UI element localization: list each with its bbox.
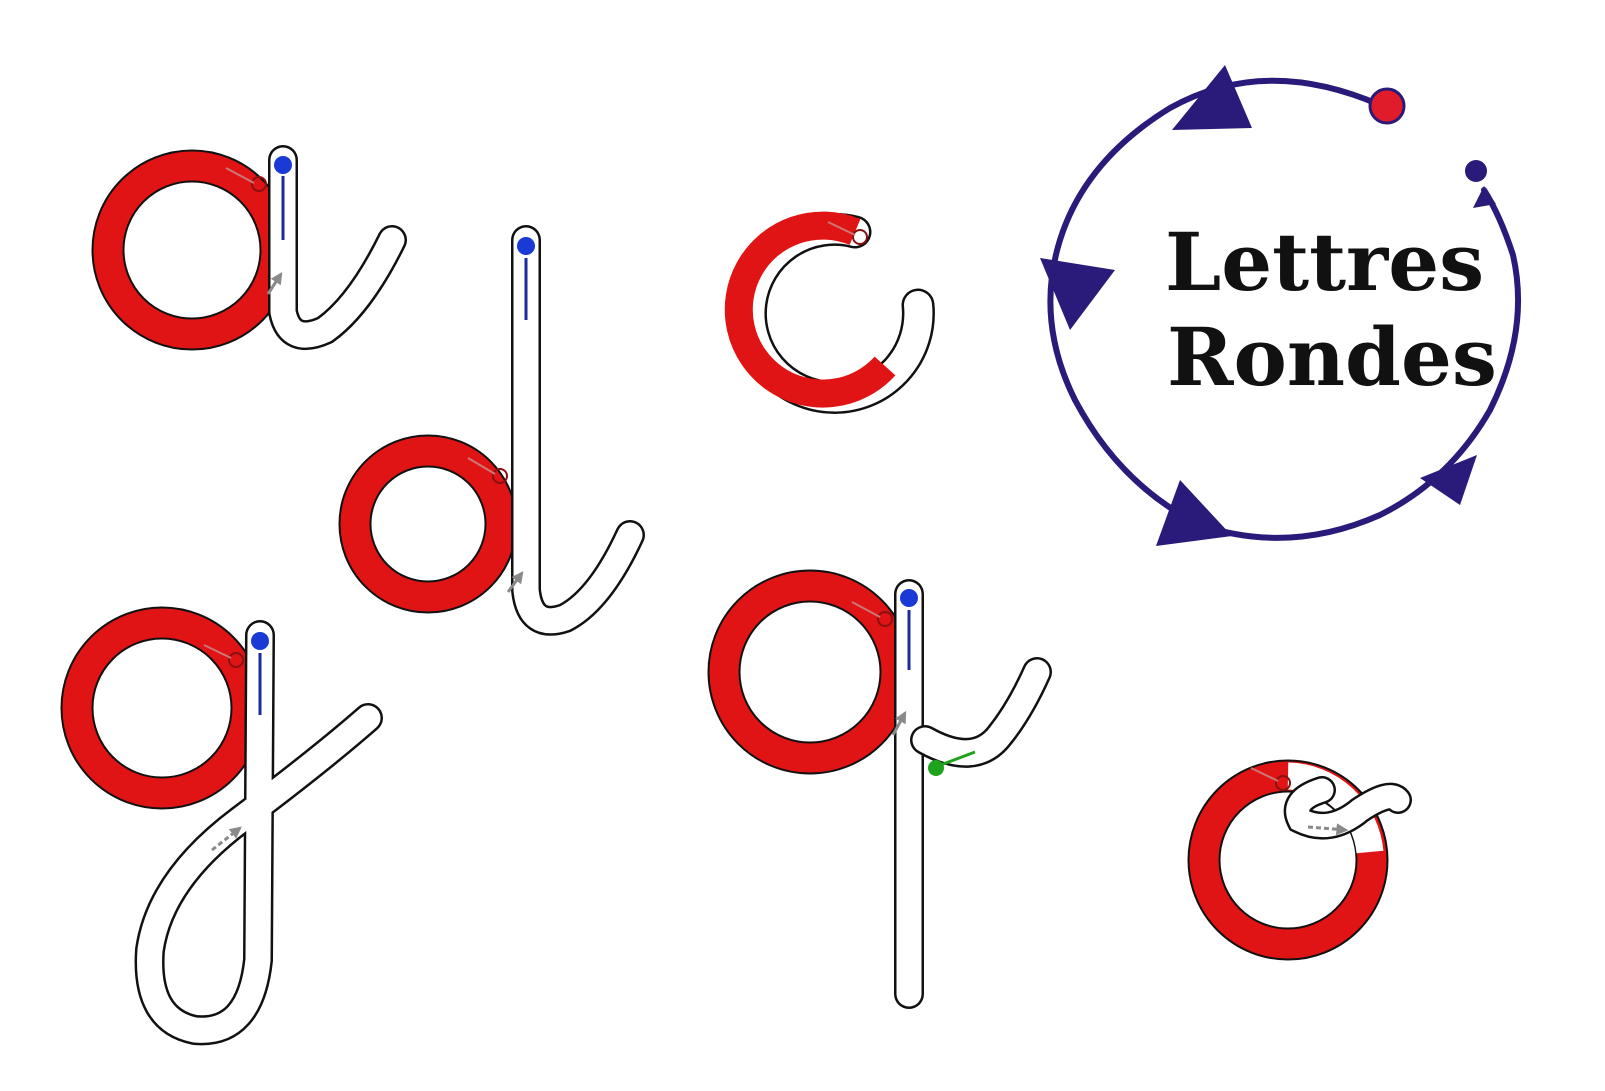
title-line-2: Rondes [1167,310,1497,404]
direction-arrow-icon [1473,186,1496,208]
letter-d [338,225,645,636]
letter-o [1187,759,1412,961]
direction-arrow-icon [1172,65,1252,130]
green-point-icon [928,760,944,776]
start-point-icon [251,632,269,650]
direction-arrow-icon [1040,258,1115,330]
ring-end-dot [1465,160,1487,182]
letter-q [707,569,1052,1009]
direction-arrow-icon [1156,480,1232,546]
start-point-icon [517,237,535,255]
gray-arrow-icon [506,571,524,593]
gray-arrow-icon [1307,823,1349,836]
letter-c [724,211,935,414]
letter-a [91,145,407,351]
start-point-icon [274,156,292,174]
title-line-1: Lettres [1165,215,1484,309]
letter-g [60,606,383,1046]
ring-start-dot [1368,87,1406,125]
direction-ring: Lettres Rondes [1040,65,1522,546]
direction-arrow-icon [1420,455,1477,505]
start-point-icon [900,589,918,607]
gray-arrow-icon [891,710,907,736]
green-mark-line [937,750,976,768]
gray-arrow-icon [266,271,283,295]
gray-arrow-icon [211,826,242,852]
